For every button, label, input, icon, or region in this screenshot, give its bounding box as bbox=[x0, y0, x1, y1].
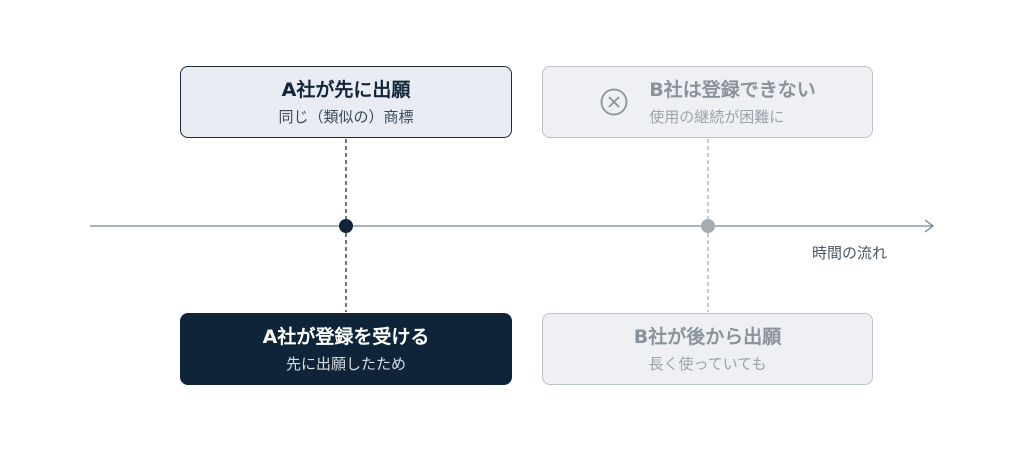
circle-x-icon bbox=[600, 88, 628, 116]
timeline-arrowhead bbox=[924, 219, 935, 233]
a-registered-title: A社が登録を受ける bbox=[262, 325, 430, 348]
b-cannot-register-box: B社は登録できない 使用の継続が困難に bbox=[542, 66, 873, 138]
timeline-label: 時間の流れ bbox=[812, 244, 888, 262]
a-filed-first-box: A社が先に出願 同じ（類似の）商標 bbox=[180, 66, 512, 138]
a-registered-subtitle: 先に出願したため bbox=[285, 354, 406, 373]
a-registered-box: A社が登録を受ける 先に出願したため bbox=[180, 313, 512, 385]
b-filed-later-box: B社が後から出願 長く使っていても bbox=[542, 313, 873, 385]
b-cannot-subtitle: 使用の継続が困難に bbox=[649, 107, 785, 126]
b-later-title: B社が後から出願 bbox=[633, 325, 782, 348]
a-timeline-point bbox=[339, 219, 353, 233]
a-filed-title: A社が先に出願 bbox=[281, 78, 411, 101]
a-filed-subtitle: 同じ（類似の）商標 bbox=[278, 107, 414, 126]
b-cannot-title: B社は登録できない bbox=[649, 78, 816, 101]
b-later-subtitle: 長く使っていても bbox=[648, 354, 767, 373]
b-timeline-point bbox=[701, 219, 715, 233]
